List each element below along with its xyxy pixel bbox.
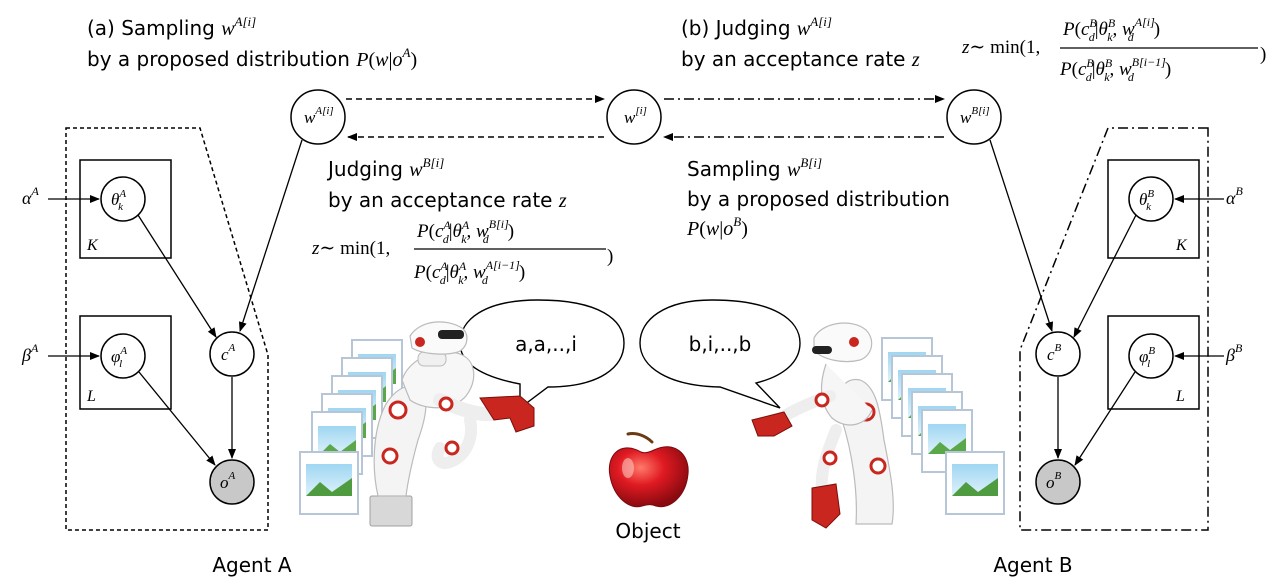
node-o-b: oB <box>1035 459 1081 505</box>
svg-text:by a proposed distribution: by a proposed distribution <box>687 187 950 211</box>
svg-text:L: L <box>86 388 96 405</box>
robot-agent-a <box>369 321 535 527</box>
svg-text:θAk: θAk <box>111 188 126 213</box>
svg-text:Sampling wB[i]: Sampling wB[i] <box>687 155 822 181</box>
node-w: w[i] <box>606 89 662 145</box>
node-wA: wA[i] <box>290 89 346 145</box>
svg-text:(a) Sampling wA[i]: (a) Sampling wA[i] <box>87 14 256 40</box>
speech-bubble-agent-a: a,a,..,i <box>459 299 625 410</box>
svg-text:by a proposed distribution P(w: by a proposed distribution P(w|oA) <box>87 45 417 71</box>
annotation-b: (b) Judging wA[i] by an acceptance rate … <box>681 14 920 71</box>
annotation-a-line2: by a proposed distribution <box>87 47 356 71</box>
plate-L-agent-a <box>79 315 172 410</box>
svg-text:by an acceptance rate z: by an acceptance rate z <box>328 188 567 212</box>
plate-L-agent-b <box>1107 315 1200 410</box>
annotation-a-line1: (a) Sampling <box>87 16 221 40</box>
svg-text:θBk: θBk <box>1139 188 1154 213</box>
svg-text:b,i,..,b: b,i,..,b <box>689 332 752 356</box>
beta-a-label: βA <box>21 341 39 365</box>
annotation-judging-left: Judging wB[i] by an acceptance rate z <box>326 155 567 212</box>
svg-text:by an acceptance rate z: by an acceptance rate z <box>681 47 920 71</box>
node-c-a: cA <box>209 331 255 377</box>
plate-K-agent-b <box>1107 159 1200 259</box>
annotation-sampling-right: Sampling wB[i] by a proposed distributio… <box>686 155 950 240</box>
alpha-b-label: αB <box>1226 184 1243 208</box>
svg-text:): ) <box>607 246 613 267</box>
node-wB: wB[i] <box>946 89 1002 145</box>
agent-b-boundary <box>1019 127 1209 531</box>
annotation-a: (a) Sampling wA[i] by a proposed distrib… <box>87 14 417 71</box>
svg-text:K: K <box>1175 237 1188 254</box>
image-stack-agent-b <box>881 337 1005 515</box>
node-c-b: cB <box>1035 331 1081 377</box>
svg-text:L: L <box>1175 388 1185 405</box>
svg-text:Judging wB[i]: Judging wB[i] <box>326 155 444 181</box>
svg-text:P(w|oB): P(w|oB) <box>686 214 748 240</box>
node-o-a: oA <box>209 459 255 505</box>
agent-a-boundary <box>65 127 269 531</box>
apple-icon <box>608 432 689 508</box>
alpha-a-label: αA <box>22 184 39 208</box>
svg-text:z∼ min(1,: z∼ min(1, <box>311 238 390 259</box>
svg-text:): ) <box>1260 44 1266 65</box>
speech-bubble-agent-b: b,i,..,b <box>639 299 801 409</box>
image-stack-agent-a <box>299 339 403 515</box>
annotation-b-line1: (b) Judging <box>681 16 797 40</box>
plate-K-agent-a <box>79 159 172 259</box>
annotation-b-line2: by an acceptance rate <box>681 47 912 71</box>
svg-text:(b) Judging wA[i]: (b) Judging wA[i] <box>681 14 832 40</box>
svg-text:K: K <box>86 237 99 254</box>
agent-b-label: Agent B <box>993 553 1072 577</box>
svg-text:a,a,..,i: a,a,..,i <box>515 332 577 356</box>
agent-a-label: Agent A <box>212 553 292 577</box>
robot-agent-b <box>751 322 894 529</box>
formula-top-prefix: z∼ min(1, <box>961 37 1040 58</box>
object-label: Object <box>615 519 680 543</box>
beta-b-label: βB <box>1225 341 1243 365</box>
